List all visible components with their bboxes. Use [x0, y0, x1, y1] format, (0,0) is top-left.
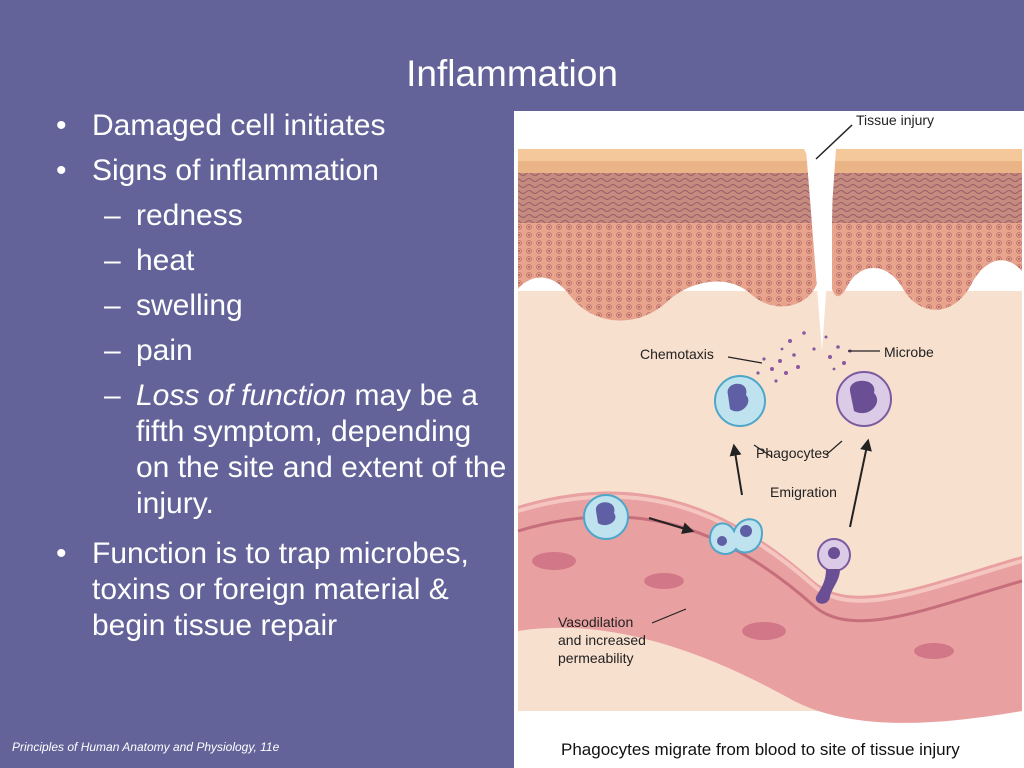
bullet-marker: •	[56, 109, 67, 142]
bullet-item: • Damaged cell initiates	[48, 108, 508, 144]
slide-title: Inflammation	[406, 53, 618, 94]
tissue-wound	[806, 149, 836, 351]
bullet-text: Signs of inflammation	[92, 154, 379, 187]
bullet-marker: •	[56, 154, 67, 187]
sub-bullet-text: redness	[136, 199, 243, 232]
sub-bullet-text: heat	[136, 244, 195, 277]
bullet-marker: •	[56, 537, 67, 570]
bullet-item: • Signs of inflammation	[48, 153, 508, 189]
sub-bullet-item: – Loss of function may be a fifth sympto…	[48, 378, 508, 522]
sub-bullet-text: swelling	[136, 289, 243, 322]
bullet-text: Damaged cell initiates	[92, 109, 386, 142]
bullet-item: • Function is to trap microbes, toxins o…	[48, 536, 508, 644]
dash-marker: –	[104, 379, 121, 412]
skin-right	[832, 149, 1022, 310]
leader-phagocytes-left	[753, 444, 773, 458]
italic-phrase: Loss of function	[136, 379, 347, 412]
sub-bullet-item: – heat	[48, 243, 508, 279]
phagocyte-in-vessel	[583, 494, 629, 540]
label-chemotaxis: Chemotaxis	[640, 346, 714, 362]
emigrating-phagocyte-right	[815, 538, 851, 604]
inflammation-figure: Tissue injury Chemotaxis Microbe Phagocy…	[514, 111, 1024, 768]
phagocyte-left	[714, 375, 766, 427]
microbe-cluster	[756, 331, 852, 383]
arrow-emigration-right	[849, 438, 872, 528]
arrow-to-vessel-wall	[648, 517, 695, 534]
sub-bullet-item: – redness	[48, 198, 508, 234]
label-vasodilation-line3: permeability	[558, 650, 633, 666]
label-emigration: Emigration	[770, 484, 837, 500]
leader-chemotaxis	[727, 356, 763, 364]
sub-bullet-item: – swelling	[48, 288, 508, 324]
emigrating-phagocyte-left	[708, 518, 764, 555]
phagocyte-right	[836, 371, 892, 427]
inflammation-illustration: Tissue injury Chemotaxis Microbe Phagocy…	[514, 112, 1024, 768]
leader-tissue-injury	[815, 124, 853, 160]
label-vasodilation-line1: Vasodilation	[558, 614, 633, 630]
bullet-text: Function is to trap microbes, toxins or …	[92, 537, 469, 642]
leader-phagocytes-right	[825, 440, 843, 456]
label-vasodilation-line2: and increased	[558, 632, 646, 648]
label-phagocytes: Phagocytes	[756, 445, 829, 461]
label-microbe: Microbe	[884, 344, 934, 360]
footer-citation: Principles of Human Anatomy and Physiolo…	[12, 740, 280, 754]
sub-bullet-text: Loss of function may be a fifth symptom,…	[136, 379, 506, 520]
sub-bullet-item: – pain	[48, 333, 508, 369]
skin-left	[518, 149, 819, 321]
figure-caption: Phagocytes migrate from blood to site of…	[561, 740, 960, 759]
sub-bullet-rest: may be a fifth symptom, depending on the…	[136, 379, 507, 520]
arrow-emigration-left	[729, 443, 743, 496]
sub-bullet-text: pain	[136, 334, 193, 367]
label-tissue-injury: Tissue injury	[856, 112, 934, 128]
dash-marker: –	[104, 244, 121, 277]
bullet-list: • Damaged cell initiates • Signs of infl…	[48, 108, 508, 653]
dash-marker: –	[104, 289, 121, 322]
dash-marker: –	[104, 199, 121, 232]
leader-vasodilation	[651, 608, 687, 624]
dash-marker: –	[104, 334, 121, 367]
